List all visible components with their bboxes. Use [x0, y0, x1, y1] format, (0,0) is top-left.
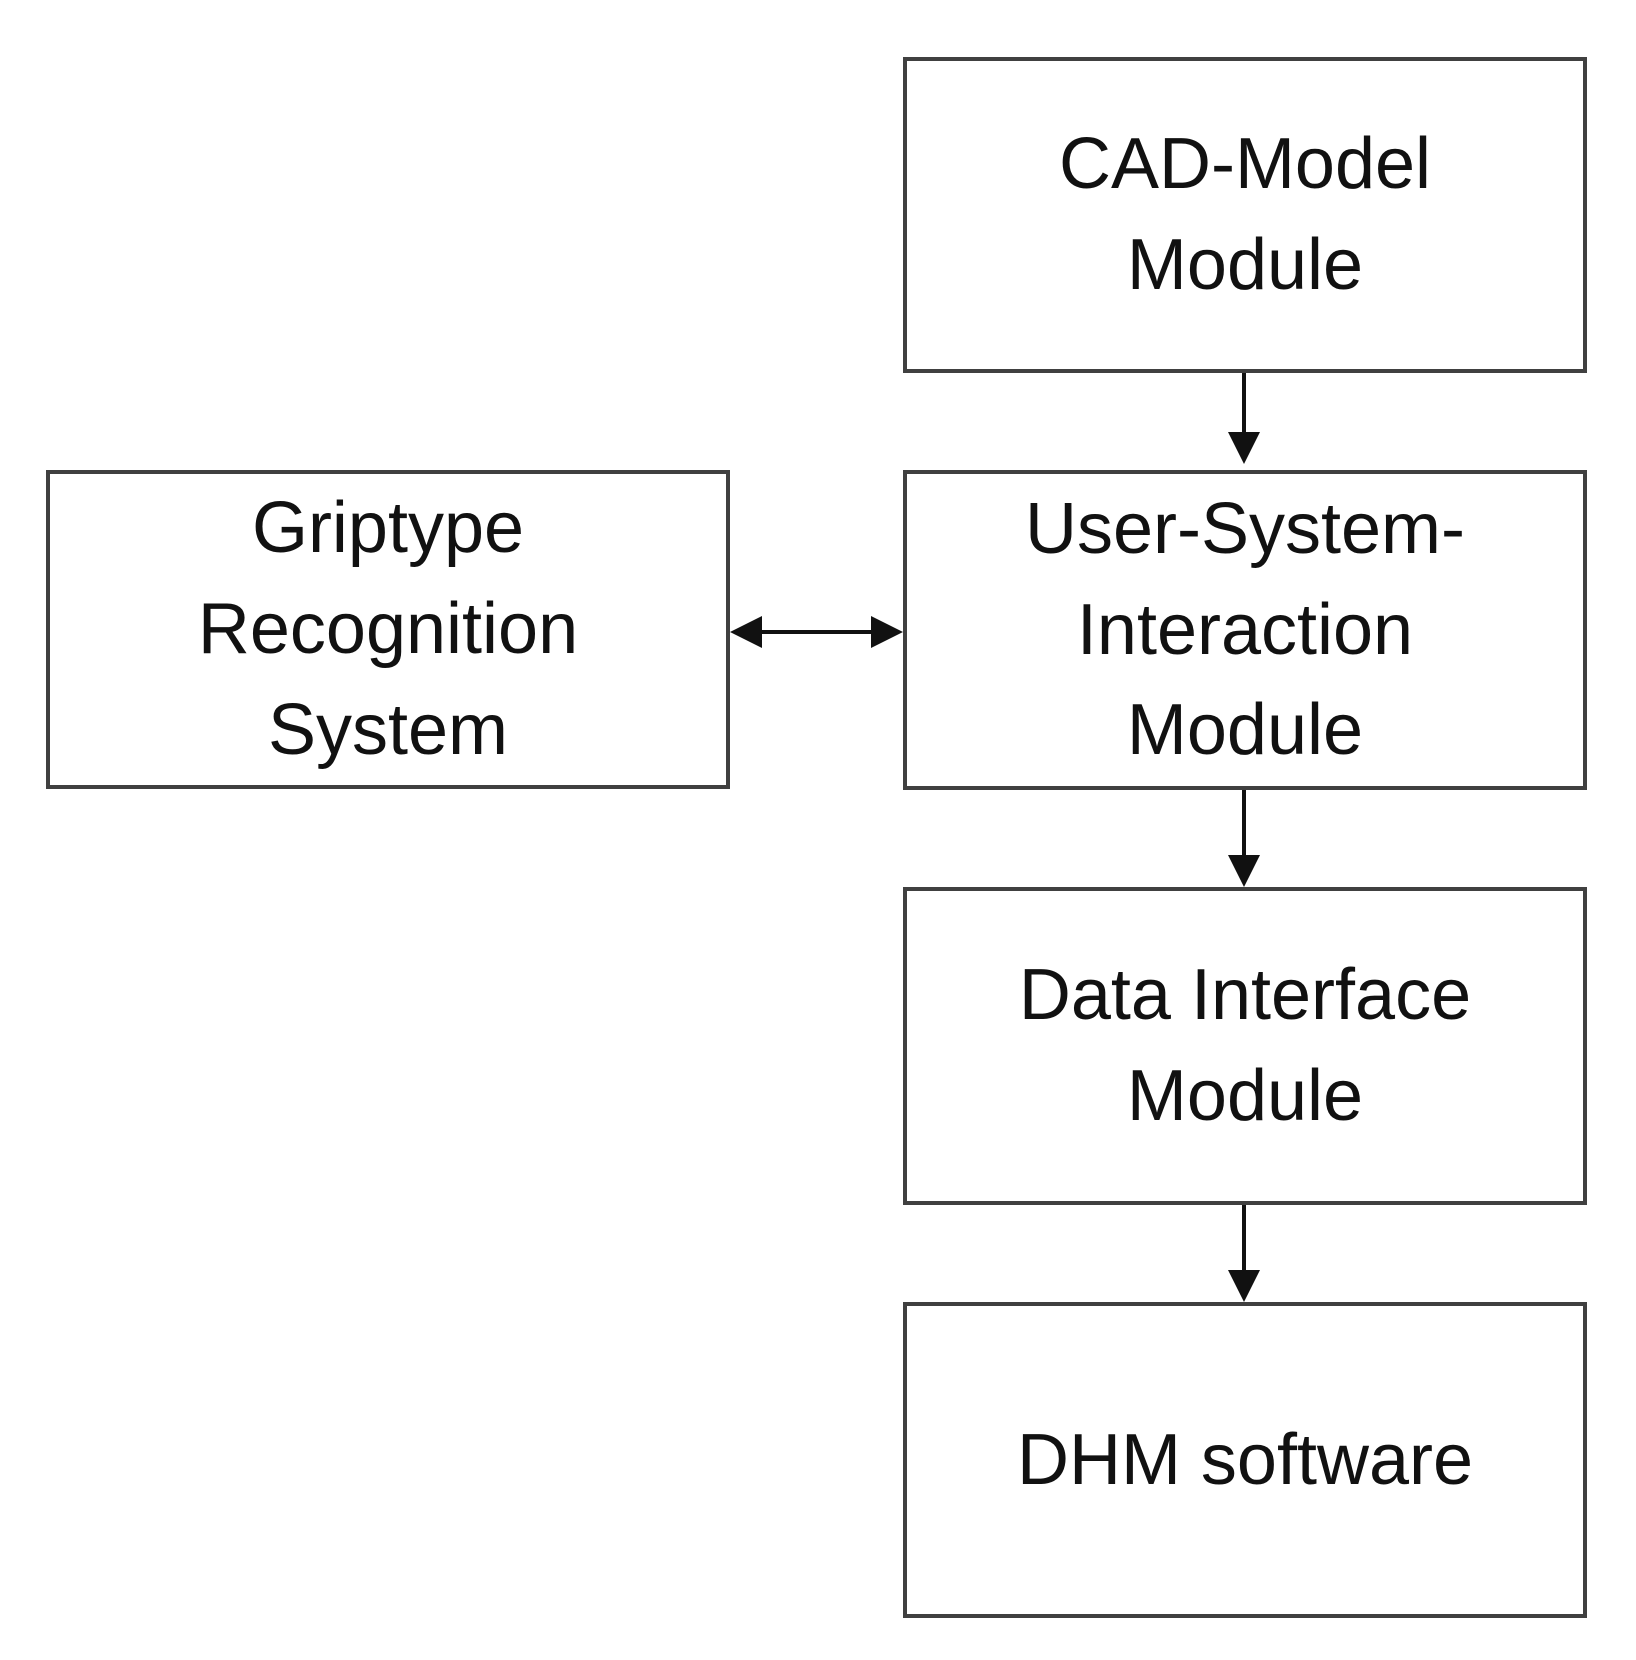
node-griptype-recognition-system: Griptype Recognition System [46, 470, 730, 789]
edge-griptype-usi-arrowhead-right-icon [871, 616, 903, 648]
edge-cad-to-usi-stem [1242, 373, 1246, 435]
node-data-interface-module-label: Data Interface Module [1018, 955, 1472, 1136]
node-cad-model-module-label: CAD-Model Module [1058, 124, 1432, 305]
edge-data-to-dhm-arrowhead-down-icon [1228, 1270, 1260, 1302]
edge-cad-to-usi-arrowhead-down-icon [1228, 432, 1260, 464]
node-dhm-software: DHM software [903, 1302, 1587, 1618]
node-griptype-recognition-system-label: Griptype Recognition System [197, 488, 579, 770]
edge-usi-to-data-stem [1242, 790, 1246, 856]
node-dhm-software-label: DHM software [1016, 1419, 1474, 1500]
edge-data-to-dhm-stem [1242, 1205, 1246, 1271]
edge-griptype-usi-arrowhead-left-icon [730, 616, 762, 648]
node-data-interface-module: Data Interface Module [903, 887, 1587, 1205]
node-user-system-interaction-module-label: User-System- Interaction Module [1024, 488, 1465, 771]
edge-usi-to-data-arrowhead-down-icon [1228, 855, 1260, 887]
node-cad-model-module: CAD-Model Module [903, 57, 1587, 373]
node-user-system-interaction-module: User-System- Interaction Module [903, 470, 1587, 790]
edge-griptype-usi-stem [756, 630, 876, 634]
